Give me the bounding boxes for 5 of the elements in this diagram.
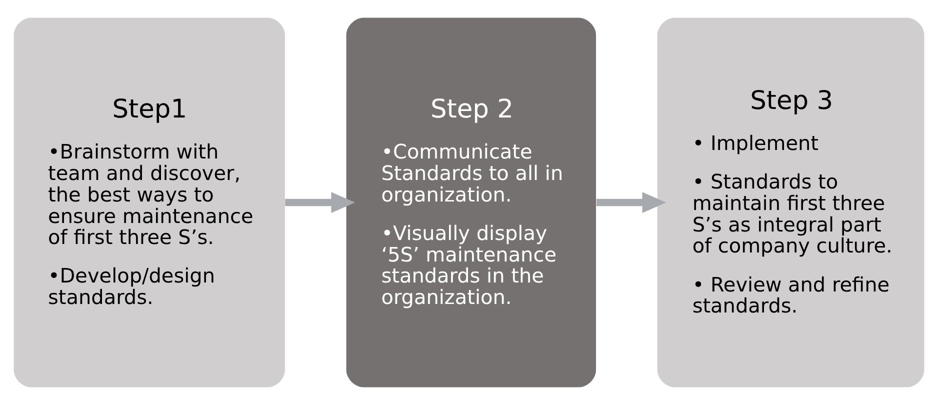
- arrow: [285, 192, 356, 213]
- node-box: Step 2 •Communicate Standards to all in organization. •Visually display ‘5S’ maintenance standards in the organization.: [346, 18, 596, 388]
- node-box: Step 3 • Implement • Standards to maintain first three S’s as integral part of company culture. • Review and refine standards.: [657, 18, 924, 388]
- arrow: [596, 192, 666, 213]
- node-box: Step1 •Brainstorm with team and discover, the best ways to ensure maintenance of first three S’s. •Develop/design standards.: [14, 18, 285, 388]
